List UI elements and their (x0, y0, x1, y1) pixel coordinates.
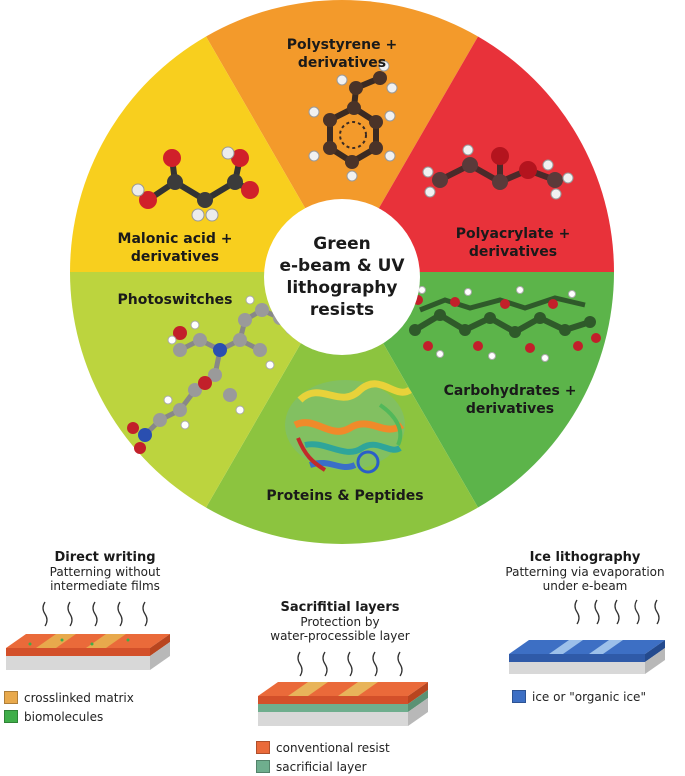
legend-item: biomolecules (4, 707, 134, 726)
e-beam-arrows (42, 601, 148, 627)
malonic-label-1: Malonic acid + (118, 231, 233, 247)
resist-wheel: Green e-beam & UV lithography resists Po… (70, 0, 614, 544)
center-circle (264, 199, 420, 355)
center-line-1: Green (313, 234, 371, 254)
photoswitch-molecule (127, 295, 295, 454)
styrene-molecule (308, 60, 398, 182)
center-line-2: e-beam & UV (279, 256, 405, 276)
direct-writing-panel: Direct writing Patterning without interm… (20, 550, 190, 593)
wheel-segments (70, 0, 614, 544)
direct-writing-legend: crosslinked matrix biomolecules (4, 688, 134, 726)
legend-label: crosslinked matrix (24, 690, 134, 705)
segment-polyacrylate (342, 36, 614, 273)
direct-writing-title: Direct writing (54, 550, 156, 565)
direct-writing-illustration (6, 601, 170, 670)
polyacrylate-label-2: derivatives (469, 244, 557, 260)
carbohydrate-chain (409, 286, 601, 362)
legend-label: conventional resist (276, 740, 390, 755)
legend-label: biomolecules (24, 709, 104, 724)
proteins-label: Proteins & Peptides (266, 488, 423, 504)
e-beam-arrows (297, 651, 403, 677)
center-line-4: resists (310, 300, 374, 320)
carbohydrates-label-2: derivatives (466, 401, 554, 417)
ice-subtitle-2: under e-beam (542, 579, 628, 593)
acrylate-molecule (422, 144, 574, 200)
center-title: Green e-beam & UV lithography resists (279, 234, 405, 320)
legend-swatch-ice (512, 690, 526, 703)
ice-legend: ice or "organic ice" (512, 687, 646, 706)
legend-swatch-sacrificial-layer (256, 760, 270, 773)
malonic-label-2: derivatives (131, 249, 219, 265)
legend-item: crosslinked matrix (4, 688, 134, 707)
sacrificial-legend: conventional resist sacrificial layer (256, 738, 390, 776)
ice-subtitle-1: Patterning via evaporation (505, 565, 665, 579)
polyacrylate-label-1: Polyacrylate + (456, 226, 571, 242)
segment-malonic (70, 36, 342, 273)
sacrificial-title: Sacrifitial layers (280, 600, 400, 615)
legend-swatch-biomolecules (4, 710, 18, 723)
direct-writing-subtitle-1: Patterning without (49, 565, 161, 579)
legend-item: conventional resist (256, 738, 390, 757)
protein-structure (285, 380, 412, 474)
segment-proteins (206, 272, 478, 544)
sacrificial-panel: Sacrifitial layers Protection by water-p… (250, 600, 430, 643)
legend-item: sacrificial layer (256, 757, 390, 776)
ice-illustration (509, 599, 665, 674)
polystyrene-label-2: derivatives (298, 55, 386, 71)
segment-labels: Polystyrene + derivatives Polyacrylate +… (117, 37, 576, 504)
legend-label: ice or "organic ice" (532, 689, 646, 704)
malonic-acid-molecule (131, 146, 259, 222)
ice-panel: Ice lithography Patterning via evaporati… (495, 550, 675, 593)
center-line-3: lithography (287, 278, 398, 298)
legend-swatch-conventional-resist (256, 741, 270, 754)
legend-item: ice or "organic ice" (512, 687, 646, 706)
e-beam-arrows (574, 599, 660, 625)
polystyrene-label-1: Polystyrene + (287, 37, 397, 53)
sacrificial-subtitle-2: water-processible layer (270, 629, 410, 643)
ice-title: Ice lithography (529, 550, 641, 565)
photoswitches-label: Photoswitches (117, 292, 232, 308)
carbohydrates-label-1: Carbohydrates + (444, 383, 577, 399)
legend-label: sacrificial layer (276, 759, 367, 774)
segment-polystyrene (206, 0, 478, 272)
legend-swatch-crosslinked (4, 691, 18, 704)
sacrificial-subtitle-1: Protection by (300, 615, 380, 629)
direct-writing-subtitle-2: intermediate films (50, 579, 160, 593)
sacrificial-illustration (258, 651, 428, 726)
